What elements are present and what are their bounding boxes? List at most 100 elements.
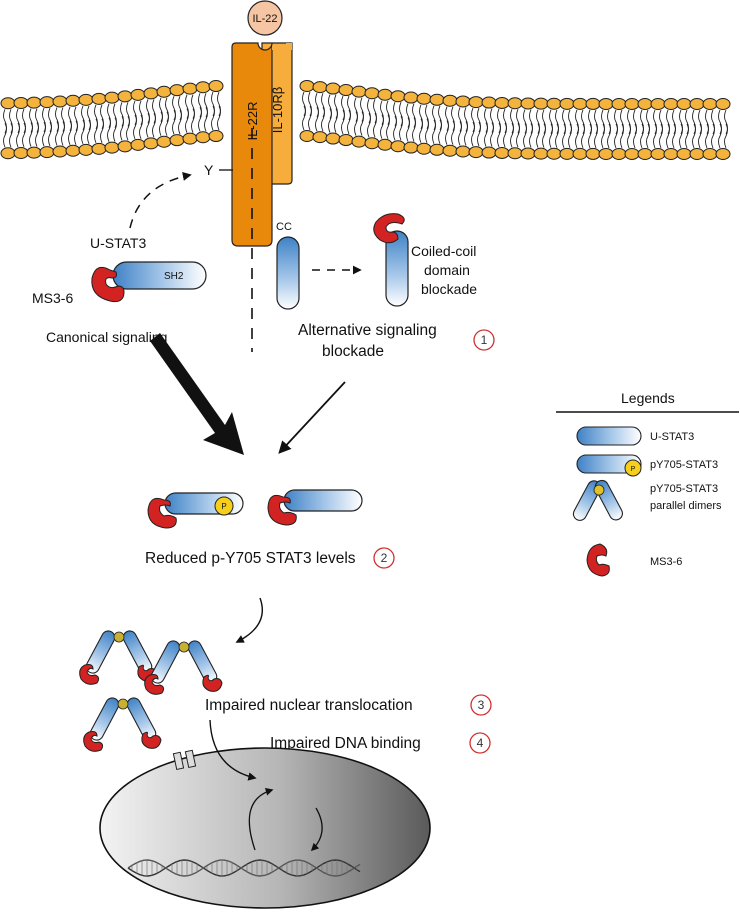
lipid-head [91, 92, 107, 105]
lipid-head [637, 147, 653, 160]
lipid-tail [120, 102, 130, 127]
lipid-head [676, 97, 692, 110]
lipid-tail [393, 116, 403, 141]
lipid-head [390, 140, 406, 153]
lipid-tail [120, 116, 130, 141]
lipid-tail [562, 123, 572, 149]
dimer-monomer-right [126, 697, 157, 741]
nucleus [99, 719, 431, 909]
lipid-tail [484, 122, 494, 147]
dimer-ms36-left [144, 674, 165, 695]
lipid-tail [419, 118, 429, 143]
lipid-head [104, 141, 120, 154]
lipid-head [65, 94, 81, 107]
lipid-head [325, 132, 341, 145]
legend-ms36-label: MS3-6 [650, 556, 682, 568]
nuclear-translocation-label: Impaired nuclear translocation [205, 697, 413, 714]
lipid-tail [16, 122, 26, 148]
dimer-monomer-left [150, 640, 181, 684]
lipid-tail [705, 109, 715, 135]
lipid-head [195, 131, 211, 144]
lipid-tail [692, 109, 702, 135]
lipid-tail [614, 109, 624, 135]
lipid-head [663, 97, 679, 110]
lipid-tail [81, 105, 91, 131]
lipid-head [182, 82, 198, 95]
lipid-head [325, 82, 341, 95]
dna-release-arrow [248, 788, 274, 851]
reduced-py705-group: P Reduced p-Y705 STAT3 levels 2 [145, 489, 395, 643]
lipid-head [585, 97, 601, 110]
lipid-tail [393, 102, 403, 127]
step-2-number: 2 [381, 551, 388, 565]
lipid-tail [68, 106, 78, 131]
step-2-circle [373, 547, 395, 569]
lipid-head [195, 81, 211, 94]
dimer-ms36-left [83, 731, 104, 752]
step-1-circle [473, 329, 495, 351]
dna-rebind-arrow [310, 807, 323, 852]
lipid-head [351, 85, 367, 98]
lipid-head [403, 91, 419, 104]
dna-binding-label: Impaired DNA binding [270, 735, 421, 752]
lipid-head [117, 140, 133, 153]
lipid-head [715, 147, 731, 160]
lipid-head [611, 97, 627, 110]
step-4-circle [469, 732, 491, 754]
lipid-tail [523, 109, 533, 134]
stat3-dimer [144, 640, 223, 695]
lipid-tail [653, 123, 663, 149]
lipid-head [676, 147, 692, 160]
lipid-tail [380, 100, 390, 125]
dimer-phospho [178, 641, 190, 653]
lipid-head [442, 144, 458, 157]
lipid-head [169, 84, 185, 97]
step-1-number: 1 [481, 333, 488, 347]
phospho-label: P [221, 502, 226, 511]
lipid-head [338, 134, 354, 147]
lipid-head [312, 81, 328, 94]
lipid-head [585, 147, 601, 160]
legend-ustat3-label: U-STAT3 [650, 431, 694, 443]
lipid-tail [523, 123, 533, 148]
nucleus-body [99, 747, 431, 909]
lipid-tail [562, 109, 572, 135]
lipid-head [78, 143, 94, 156]
impaired-labels: Impaired nuclear translocation 3 Impaire… [205, 694, 492, 754]
legend-dimer-label-line1: pY705-STAT3 [650, 483, 718, 495]
lipid-head [52, 95, 68, 108]
lipid-tail [341, 95, 351, 121]
lipid-head [364, 87, 380, 100]
ms36-label: MS3-6 [32, 290, 73, 306]
alt-signaling-line1: Alternative signaling [298, 322, 437, 339]
lipid-head [481, 96, 497, 109]
lipid-head [702, 147, 718, 160]
lipid-head [338, 84, 354, 97]
lipid-tail [718, 123, 728, 149]
dimer-phospho [117, 698, 129, 710]
lipid-tail [614, 123, 624, 149]
legend-phospho-label: P [631, 466, 636, 473]
lipid-head [650, 147, 666, 160]
lipid-head [637, 97, 653, 110]
coiled-coil-line3: blockade [421, 281, 477, 297]
lipid-head [299, 79, 315, 92]
lipid-tail [640, 123, 650, 149]
legend-dimer-label-line2: parallel dimers [650, 500, 722, 512]
lipid-tail [341, 109, 351, 135]
lipid-head [351, 135, 367, 148]
lipid-tail [536, 109, 546, 134]
lipid-tail [159, 111, 169, 136]
lipid-head [455, 95, 471, 108]
cc-stat3-bar [276, 236, 300, 310]
alt-thin-arrow [278, 381, 346, 454]
lipid-head [130, 88, 146, 101]
lipid-head [559, 97, 575, 110]
lipid-tail [42, 121, 52, 147]
lipid-head [559, 147, 575, 160]
lipid-head [689, 147, 705, 160]
lipid-tail [315, 106, 325, 132]
lipid-head [416, 92, 432, 105]
ms36-inhibitor-py705 [147, 497, 177, 529]
lipid-tail [354, 111, 364, 136]
